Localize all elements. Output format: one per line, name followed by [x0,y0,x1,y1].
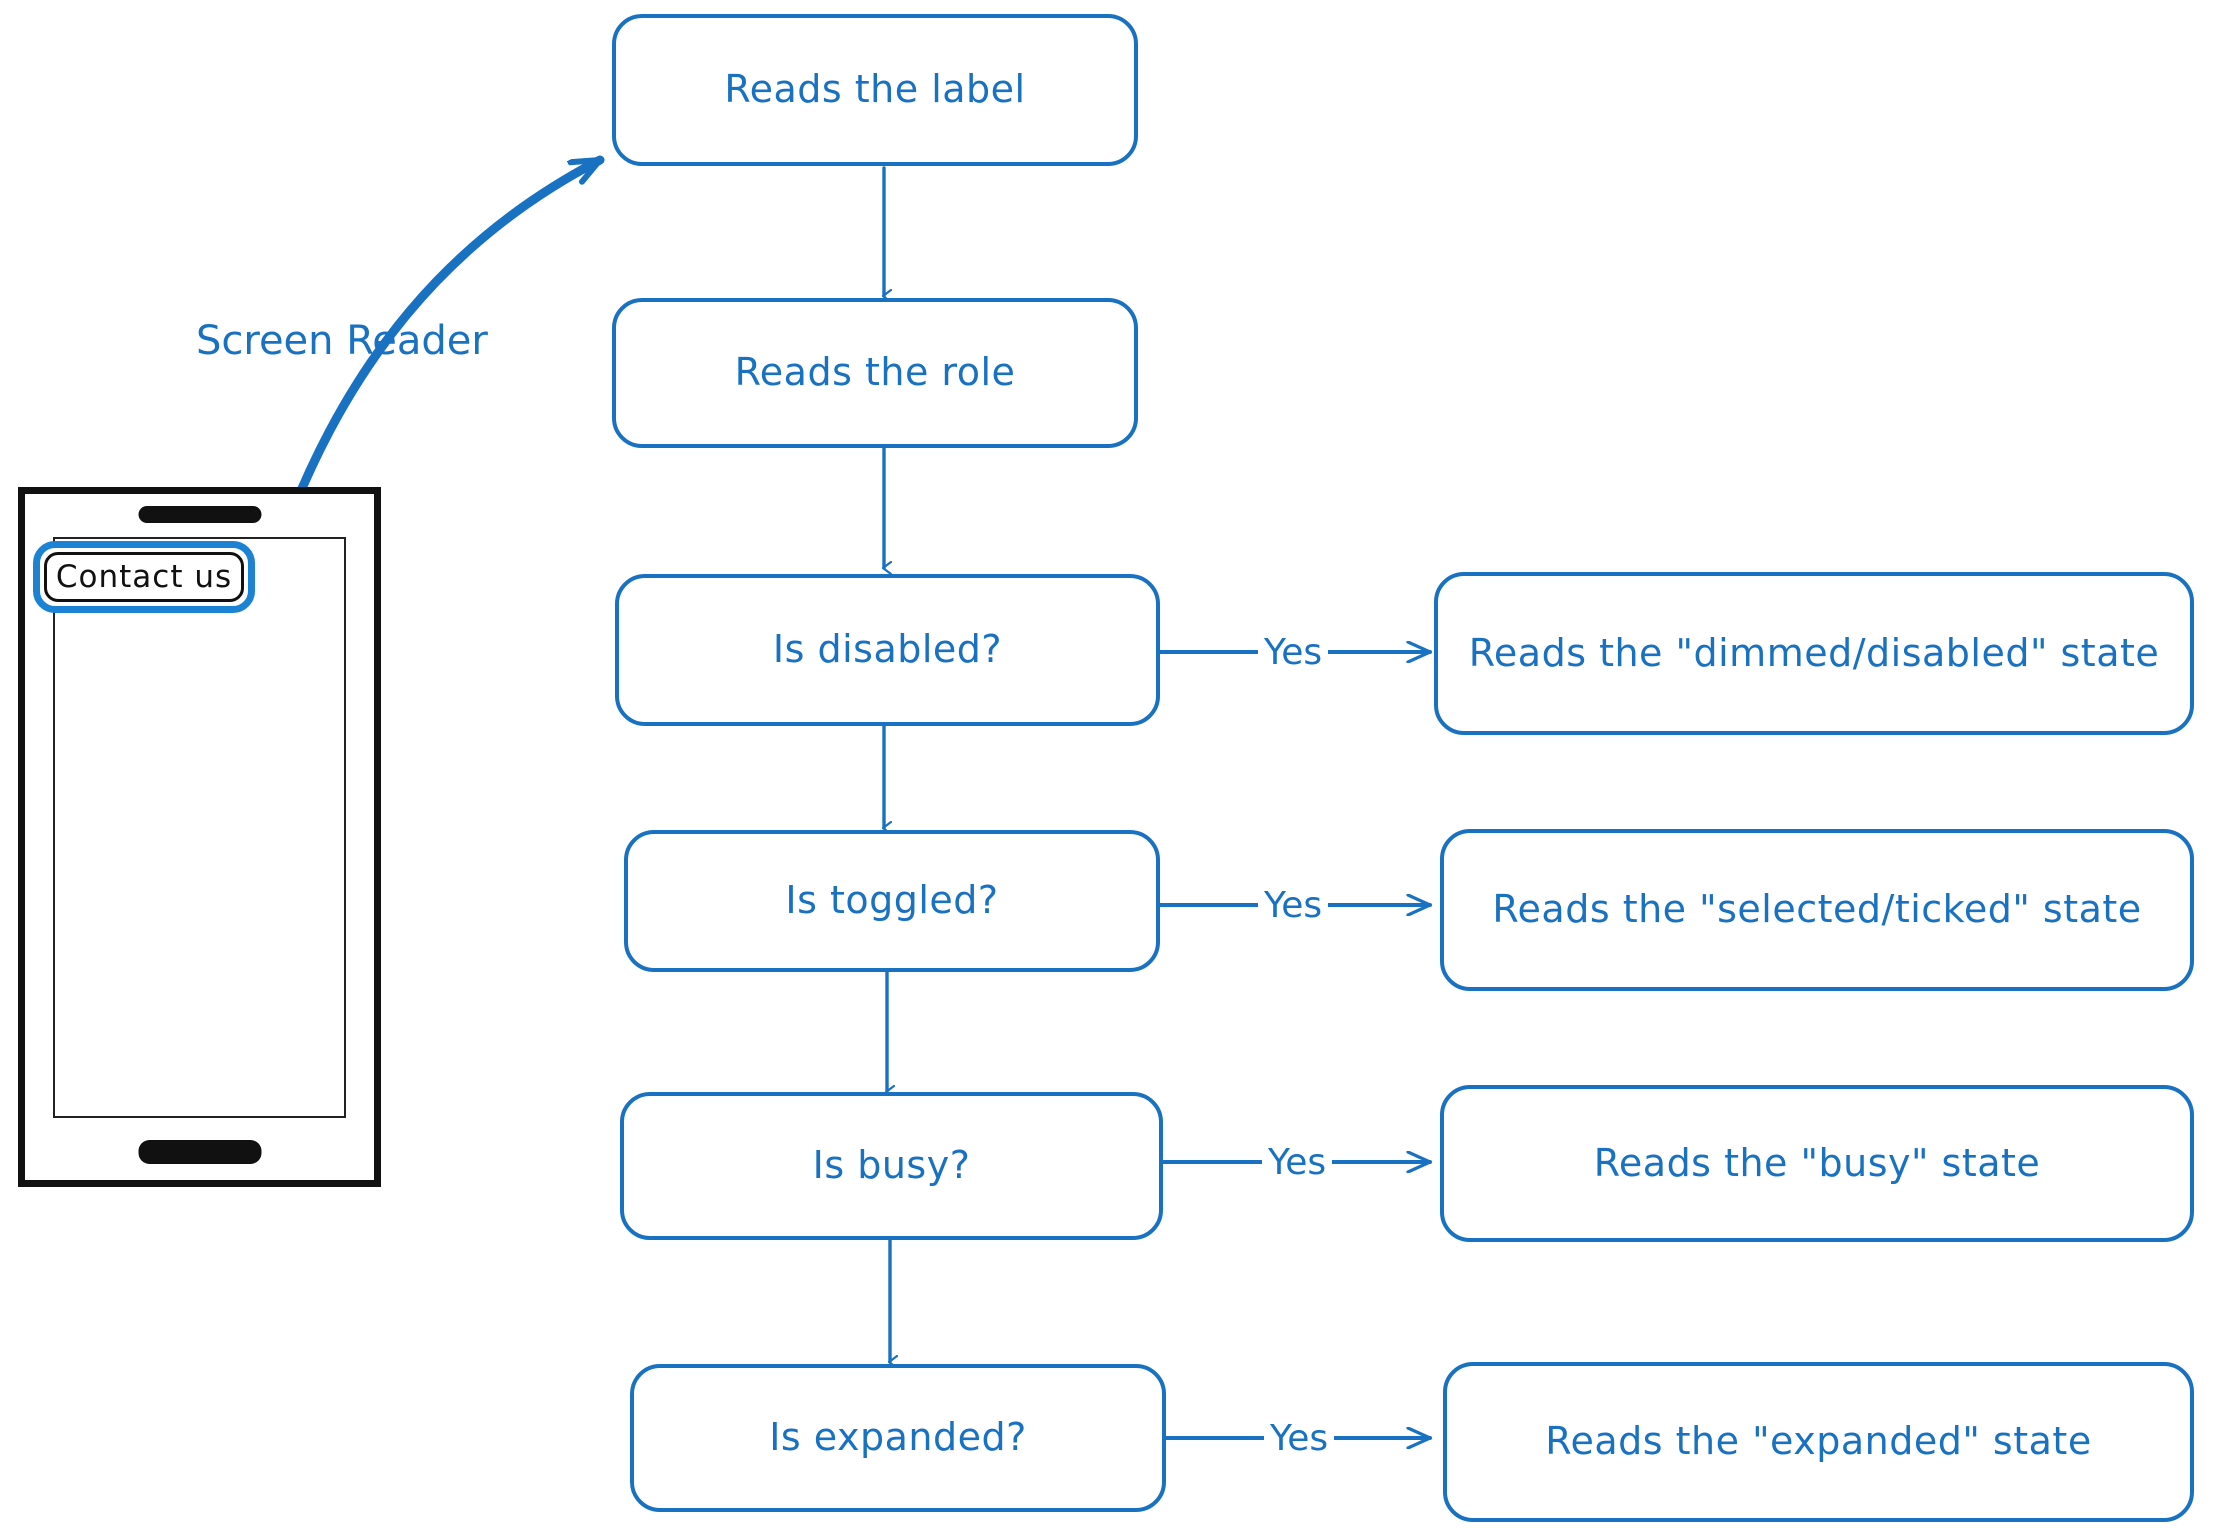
speaker-bar-icon [138,506,261,523]
outcome-node-dimmed-disabled-state[interactable]: Reads the "dimmed/disabled" state [1434,572,2194,735]
flow-node-is-busy[interactable]: Is busy? [620,1092,1163,1240]
outcome-node-label: Reads the "selected/ticked" state [1492,887,2142,932]
outcome-node-label: Reads the "dimmed/disabled" state [1468,630,2160,675]
branch-label-expanded-yes: Yes [1264,1418,1335,1459]
contact-us-button-label: Contact us [55,559,233,595]
flow-node-label: Reads the role [734,350,1016,395]
branch-label-toggled-yes: Yes [1258,885,1329,926]
flow-node-reads-role[interactable]: Reads the role [612,298,1138,448]
flow-node-label: Is disabled? [772,627,1003,672]
outcome-node-selected-ticked-state[interactable]: Reads the "selected/ticked" state [1440,829,2194,991]
outcome-node-expanded-state[interactable]: Reads the "expanded" state [1443,1362,2194,1522]
flow-node-label: Is expanded? [769,1415,1027,1460]
flow-node-is-toggled[interactable]: Is toggled? [624,830,1160,972]
phone-screen [53,537,346,1118]
outcome-node-busy-state[interactable]: Reads the "busy" state [1440,1085,2194,1242]
outcome-node-label: Reads the "busy" state [1593,1140,2041,1185]
outcome-node-label: Reads the "expanded" state [1545,1419,2092,1464]
flow-node-label: Is toggled? [785,878,999,923]
branch-connectors [1158,652,1432,1438]
flow-node-reads-label[interactable]: Reads the label [612,14,1138,166]
flow-node-label: Is busy? [812,1143,971,1188]
home-indicator-icon [138,1140,261,1164]
branch-label-disabled-yes: Yes [1258,632,1329,673]
screen-reader-label: Screen Reader [196,318,488,364]
flow-node-label: Reads the label [724,67,1026,112]
flow-node-is-expanded[interactable]: Is expanded? [630,1364,1166,1512]
branch-label-busy-yes: Yes [1262,1142,1333,1183]
contact-us-button[interactable]: Contact us [44,552,244,602]
flow-node-is-disabled[interactable]: Is disabled? [615,574,1160,726]
